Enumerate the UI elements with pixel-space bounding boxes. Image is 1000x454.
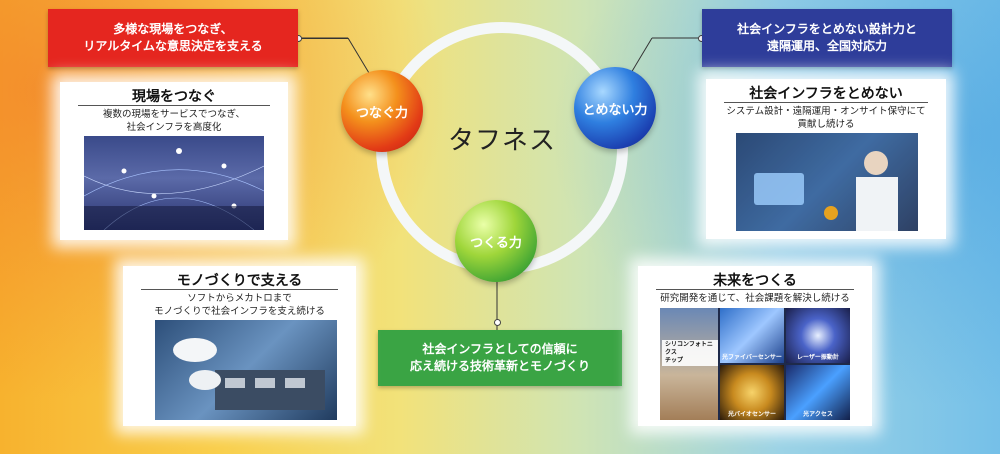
card-keep-running-desc: システム設計・遠隔運用・オンサイト保守にて 貢献し続ける	[706, 105, 946, 131]
fiber-sensor-tile: 光ファイバーセンサー	[720, 308, 784, 363]
research-image-collage: シリコンフォトニクス チップ 光ファイバーセンサー レーザー振動計 光バイオセン…	[660, 308, 850, 420]
bio-sensor-tile: 光バイオセンサー	[720, 365, 784, 420]
unstoppable-power-sphere: とめない力	[574, 67, 656, 149]
city-network-image	[84, 136, 264, 230]
silicon-photonics-chip-tile: シリコンフォトニクス チップ	[660, 308, 718, 420]
card-keep-running-desc-line-1: システム設計・遠隔運用・オンサイト保守にて	[726, 106, 926, 117]
card-keep-running: 社会インフラをとめない システム設計・遠隔運用・オンサイト保守にて 貢献し続ける	[706, 79, 946, 239]
card-keep-running-rule	[724, 102, 928, 103]
card-connect-sites: 現場をつなぐ 複数の現場をサービスでつなぎ、 社会インフラを高度化	[60, 82, 288, 240]
card-monozukuri: モノづくりで支える ソフトからメカトロまで モノづくりで社会インフラを支え続ける	[123, 266, 356, 426]
card-connect-sites-desc: 複数の現場をサービスでつなぎ、 社会インフラを高度化	[60, 108, 288, 134]
card-monozukuri-desc-line-2: モノづくりで社会インフラを支え続ける	[154, 306, 325, 317]
assembly-image	[155, 320, 337, 420]
card-connect-sites-title: 現場をつなぐ	[132, 89, 216, 105]
card-monozukuri-desc-line-1: ソフトからメカトロまで	[187, 293, 292, 304]
banner-connect: 多様な現場をつなぎ、 リアルタイムな意思決定を支える	[48, 9, 298, 67]
card-monozukuri-title: モノづくりで支える	[176, 273, 303, 289]
laser-vibrometer-tile: レーザー振動計	[786, 308, 850, 363]
card-future-title: 未来をつくる	[713, 273, 797, 289]
silicon-photonics-chip-label: シリコンフォトニクス チップ	[662, 340, 718, 366]
card-connect-sites-rule	[78, 105, 270, 106]
card-future-rule	[656, 289, 854, 290]
unstoppable-power-label: とめない力	[582, 102, 648, 118]
remote-operation-image	[736, 133, 918, 231]
card-connect-sites-desc-line-1: 複数の現場をサービスでつなぎ、	[102, 109, 246, 120]
banner-connect-line-2: リアルタイムな意思決定を支える	[83, 39, 263, 53]
center-title: タフネス	[447, 126, 556, 156]
connector-dot-bottom	[494, 319, 501, 326]
connect-power-sphere: つなぐ力	[341, 70, 423, 152]
connector-line-left	[298, 38, 348, 39]
card-keep-running-title: 社会インフラをとめない	[749, 86, 903, 102]
card-monozukuri-desc: ソフトからメカトロまで モノづくりで社会インフラを支え続ける	[123, 292, 356, 318]
banner-create-line-2: 応え続ける技術革新とモノづくり	[409, 359, 590, 373]
banner-create: 社会インフラとしての信頼に 応え続ける技術革新とモノづくり	[378, 330, 622, 386]
banner-unstoppable: 社会インフラをとめない設計力と 遠隔運用、全国対応力	[702, 9, 952, 67]
banner-unstoppable-line-2: 遠隔運用、全国対応力	[766, 39, 887, 53]
banner-unstoppable-line-1: 社会インフラをとめない設計力と	[737, 22, 917, 36]
create-power-label: つくる力	[470, 235, 522, 251]
card-future-desc: 研究開発を通じて、社会課題を解決し続ける	[638, 292, 872, 305]
network-overlay-graphic	[84, 148, 264, 230]
laser-vibrometer-label: レーザー振動計	[797, 354, 839, 361]
banner-create-line-1: 社会インフラとしての信頼に	[422, 342, 578, 356]
fiber-sensor-label: 光ファイバーセンサー	[722, 354, 782, 361]
connect-power-label: つなぐ力	[355, 105, 408, 121]
chip-label-line-1: シリコンフォトニクス	[665, 341, 713, 356]
card-connect-sites-desc-line-2: 社会インフラを高度化	[126, 122, 222, 133]
card-keep-running-desc-line-2: 貢献し続ける	[797, 119, 855, 130]
optical-access-tile: 光アクセス	[786, 365, 850, 420]
circuit-board-graphic	[173, 338, 325, 410]
banner-connect-line-1: 多様な現場をつなぎ、	[113, 22, 233, 36]
connector-line-left-diag	[344, 38, 345, 39]
chip-label-line-2: チップ	[665, 357, 684, 364]
card-future-desc-line-1: 研究開発を通じて、社会課題を解決し続ける	[660, 293, 850, 304]
create-power-sphere: つくる力	[455, 200, 537, 282]
bio-sensor-label: 光バイオセンサー	[727, 411, 776, 418]
card-monozukuri-rule	[141, 289, 338, 290]
card-future: 未来をつくる 研究開発を通じて、社会課題を解決し続ける シリコンフォトニクス チ…	[638, 266, 872, 426]
operator-tablet-graphic	[736, 133, 918, 231]
optical-access-label: 光アクセス	[803, 411, 833, 418]
